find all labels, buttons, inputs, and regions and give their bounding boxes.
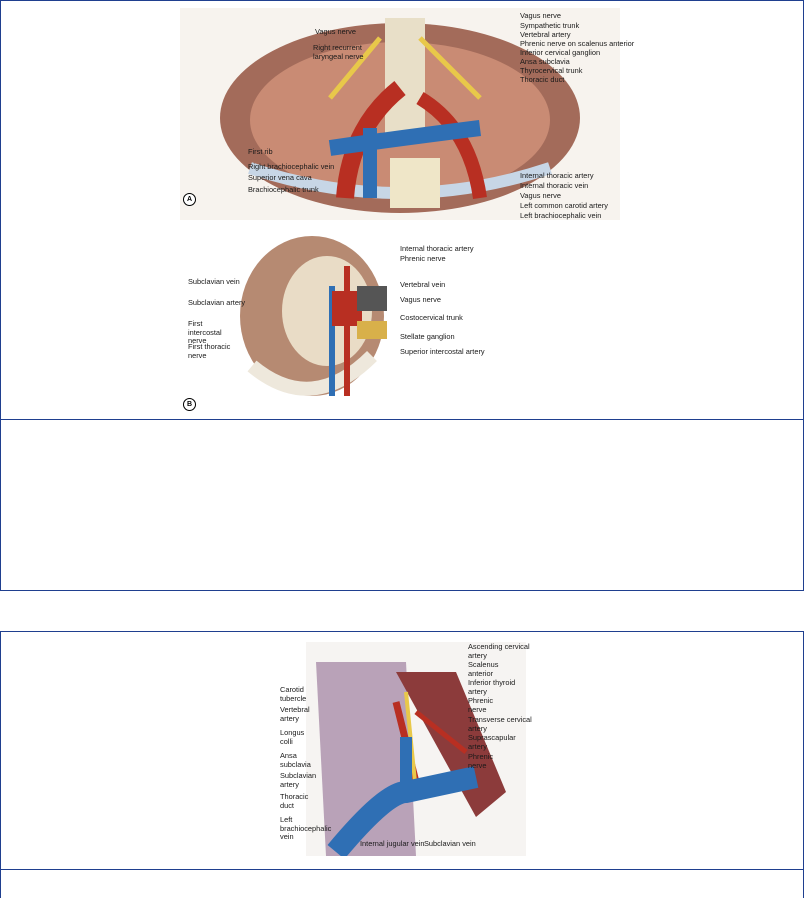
- label-left-common-carotid-artery: Left common carotid artery: [520, 201, 608, 210]
- caption-area-top: [0, 419, 804, 591]
- label-transverse-cervical-artery: Transverse cervical artery: [468, 715, 532, 733]
- panel-a-illustration: [180, 8, 620, 220]
- label-ansa-subclavia: Ansa subclavia: [520, 57, 570, 66]
- label-phrenic-nerve-on-scalenus: Phrenic nerve on scalenus anterior: [520, 39, 635, 48]
- label-thyrocervical-trunk: Thyrocervical trunk: [520, 66, 583, 75]
- label-subclavian-vein: Subclavian vein: [188, 277, 240, 286]
- panel-b-badge: B: [183, 398, 196, 411]
- label-internal-jugular-vein: Internal jugular vein: [360, 839, 425, 848]
- label-b-phrenic-nerve: Phrenic nerve: [400, 254, 446, 263]
- label-b-vagus-nerve: Vagus nerve: [400, 295, 441, 304]
- label-internal-thoracic-vein: Internal thoracic vein: [520, 181, 589, 190]
- panel-a-badge: A: [183, 193, 196, 206]
- label-bottom-phrenic-nerve-upper: Phrenic nerve: [468, 696, 494, 714]
- label-superior-intercostal-artery: Superior intercostal artery: [400, 347, 485, 356]
- label-vertebral-vein: Vertebral vein: [400, 280, 446, 289]
- caption-area-bottom: [0, 869, 804, 898]
- label-bottom-subclavian-vein: Subclavian vein: [424, 839, 476, 848]
- label-costocervical-trunk: Costocervical trunk: [400, 313, 463, 322]
- label-vagus-nerve-lower: Vagus nerve: [520, 191, 561, 200]
- label-right-brachiocephalic-vein: Right brachiocephalic vein: [248, 162, 335, 171]
- label-first-rib: First rib: [248, 147, 273, 156]
- label-sympathetic-trunk: Sympathetic trunk: [520, 21, 580, 30]
- label-bottom-vertebral-artery: Vertebral artery: [280, 705, 310, 723]
- label-first-thoracic-nerve: First thoracic nerve: [188, 342, 231, 360]
- label-brachiocephalic-trunk: Brachiocephalic trunk: [248, 185, 319, 194]
- label-vagus-nerve-right: Vagus nerve: [520, 11, 561, 20]
- label-ascending-cervical-artery: Ascending cervical artery: [468, 642, 530, 660]
- panel-b-illustration: [240, 236, 387, 396]
- label-subclavian-artery: Subclavian artery: [188, 298, 246, 307]
- label-bottom-phrenic-nerve-lower: Phrenic nerve: [468, 752, 494, 770]
- label-bottom-ansa-subclavia: Ansa subclavia: [280, 751, 311, 769]
- bottom-illustration: [306, 642, 526, 856]
- label-internal-thoracic-artery: Internal thoracic artery: [520, 171, 594, 180]
- label-vertebral-artery: Vertebral artery: [520, 30, 571, 39]
- label-carotid-tubercle: Carotid tubercle: [280, 685, 307, 703]
- label-inferior-thyroid-artery: Inferior thyroid artery: [468, 678, 516, 696]
- label-bottom-left-brachiocephalic-vein: Left brachiocephalic vein: [280, 815, 332, 842]
- label-right-recurrent-laryngeal-nerve: Right recurrent laryngeal nerve: [313, 43, 364, 61]
- label-left-brachiocephalic-vein: Left brachiocephalic vein: [520, 211, 602, 220]
- label-vagus-nerve-left: Vagus nerve: [315, 27, 356, 36]
- label-thoracic-duct: Thoracic duct: [520, 75, 565, 84]
- label-bottom-subclavian-artery: Subclavian artery: [280, 771, 317, 789]
- label-scalenus-anterior: Scalenus anterior: [468, 660, 499, 678]
- label-superior-vena-cava: Superior vena cava: [248, 173, 312, 182]
- label-longus-colli: Longus colli: [280, 728, 305, 746]
- label-inferior-cervical-ganglion: Inferior cervical ganglion: [520, 48, 601, 57]
- label-b-internal-thoracic-artery: Internal thoracic artery: [400, 244, 474, 253]
- label-first-intercostal-nerve: First intercostal nerve: [188, 319, 222, 346]
- label-stellate-ganglion: Stellate ganglion: [400, 332, 455, 341]
- label-bottom-thoracic-duct: Thoracic duct: [280, 792, 309, 810]
- label-suprascapular-artery: Suprascapular artery: [468, 733, 516, 751]
